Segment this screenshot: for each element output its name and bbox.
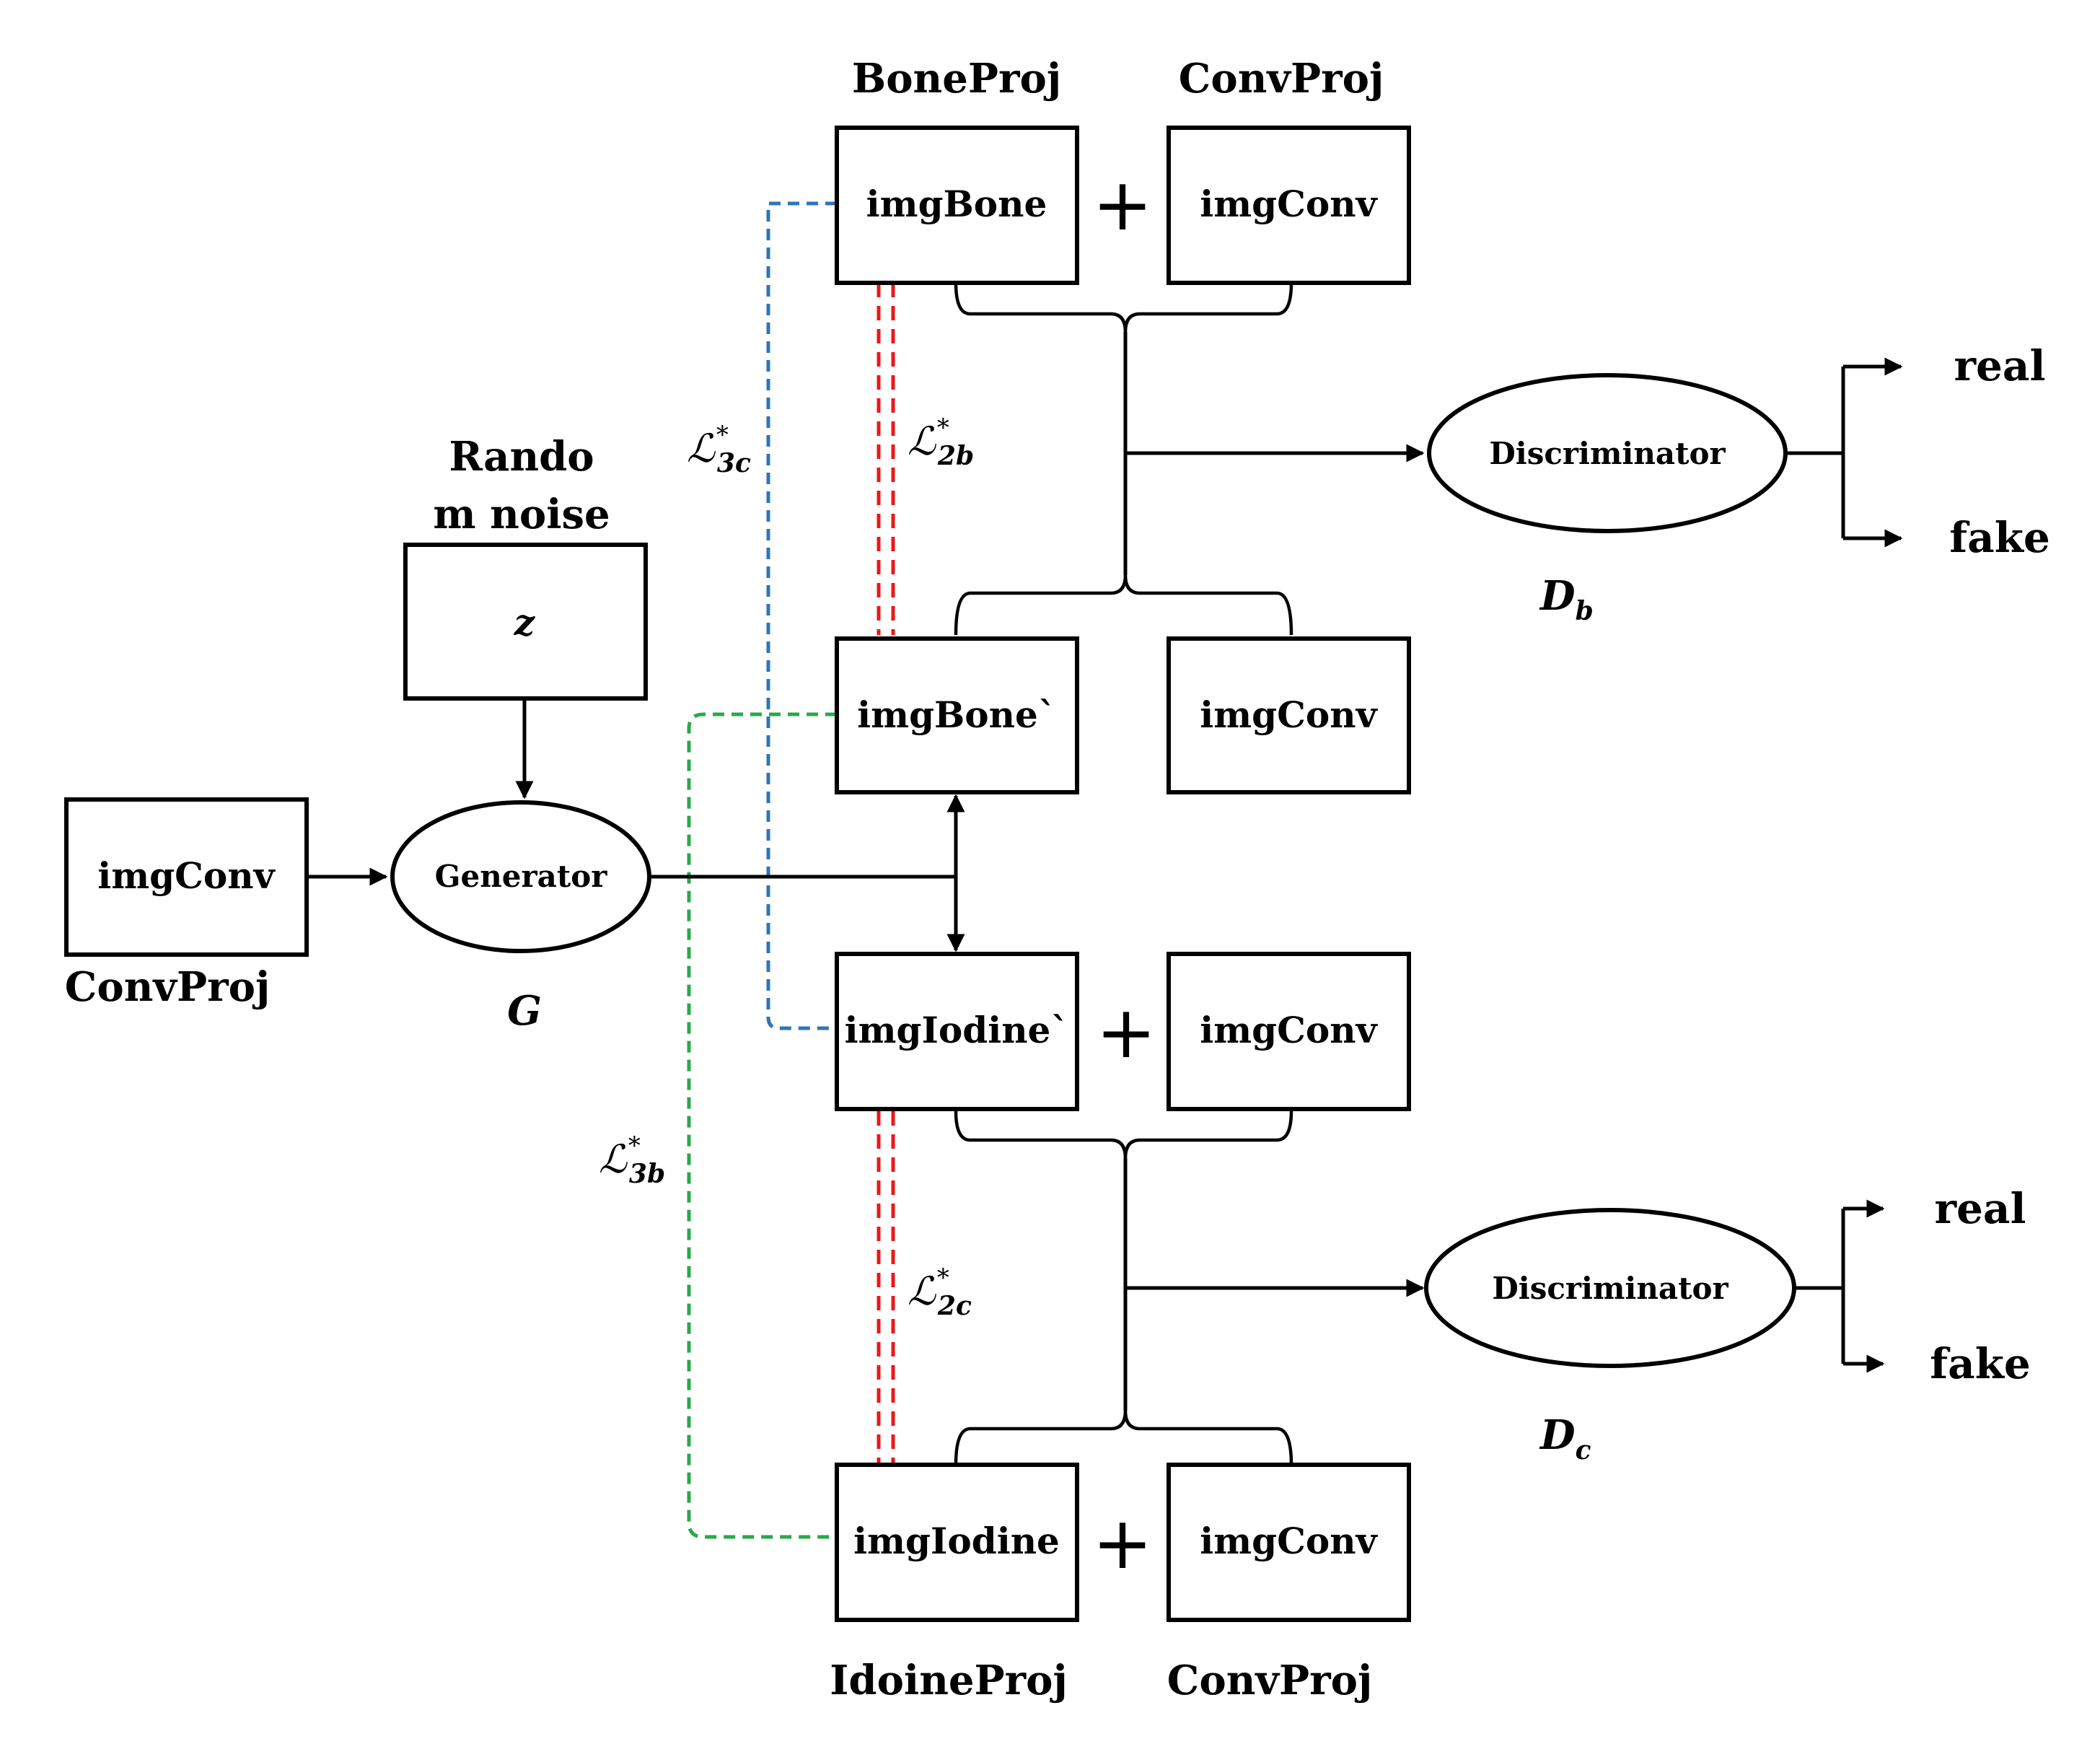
loss-2b-label: ℒ*2b	[908, 413, 974, 471]
bone-discriminator-caption: Db	[1539, 572, 1594, 626]
noise-label: z	[514, 601, 536, 644]
loss-2c-label: ℒ*2c	[908, 1263, 972, 1321]
top-bone-box: imgBone	[835, 126, 1079, 285]
bottom-iodine-caption: IdoineProj	[830, 1657, 1068, 1704]
brace-iodine-pred-pair	[954, 1110, 1293, 1159]
top-bone-label: imgBone	[866, 183, 1047, 225]
generator-label: Generator	[435, 859, 608, 894]
bone-discriminator-node: Discriminator	[1427, 373, 1788, 533]
bottom-conv-caption: ConvProj	[1167, 1657, 1372, 1704]
noise-box: z	[403, 543, 648, 701]
bottom-conv-label: imgConv	[1200, 1520, 1378, 1562]
input-conv-caption: ConvProj	[65, 963, 270, 1011]
top-bone-caption: BoneProj	[852, 55, 1061, 102]
iodine-real-label: real	[1934, 1184, 2026, 1233]
iodine-discriminator-node: Discriminator	[1424, 1208, 1796, 1368]
brace-mid-pair	[954, 574, 1293, 636]
noise-caption-line2: m noise	[433, 491, 610, 538]
input-conv-box: imgConv	[64, 797, 309, 957]
brace-top-pair	[954, 282, 1293, 333]
iodine-discriminator-label: Discriminator	[1492, 1271, 1728, 1306]
bottom-iodine-box: imgIodine	[835, 1463, 1079, 1622]
bottom-iodine-label: imgIodine	[853, 1520, 1060, 1562]
iodine-discriminator-caption: Dc	[1539, 1411, 1591, 1465]
plus-sign-bottom: +	[1092, 1501, 1153, 1585]
top-conv-caption: ConvProj	[1179, 55, 1384, 102]
loss-3b-connector	[687, 712, 837, 1539]
mid-conv-box: imgConv	[1167, 636, 1411, 794]
top-conv-label: imgConv	[1200, 183, 1378, 225]
loss-3c-connector	[766, 201, 837, 1030]
generator-caption: G	[507, 987, 542, 1035]
loss-3b-label: ℒ*3b	[599, 1131, 665, 1189]
bone-fake-label: fake	[1949, 513, 2050, 562]
bone-discriminator-label: Discriminator	[1489, 436, 1726, 471]
brace-bottom-pair	[954, 1410, 1293, 1465]
bottom-conv-box: imgConv	[1167, 1463, 1411, 1622]
mid-bone-label: imgBone`	[857, 693, 1056, 736]
plus-sign-top: +	[1092, 162, 1153, 247]
generator-node: Generator	[390, 800, 651, 953]
noise-caption-line1: Rando	[449, 433, 594, 481]
mid-conv-label: imgConv	[1200, 693, 1378, 736]
loss-3c-label: ℒ*3c	[687, 421, 751, 478]
top-conv-box: imgConv	[1167, 126, 1411, 285]
iodine-pred-box: imgIodine`	[835, 952, 1079, 1111]
plus-sign-iodine-pred: +	[1096, 990, 1156, 1074]
iodine-pred-label: imgIodine`	[845, 1009, 1069, 1051]
iodine-fake-label: fake	[1930, 1339, 2031, 1388]
bone-real-label: real	[1954, 341, 2045, 390]
iodine-pred-conv-label: imgConv	[1200, 1009, 1378, 1051]
input-conv-label: imgConv	[97, 854, 276, 897]
iodine-pred-conv-box: imgConv	[1167, 952, 1411, 1111]
mid-bone-box: imgBone`	[835, 636, 1079, 794]
